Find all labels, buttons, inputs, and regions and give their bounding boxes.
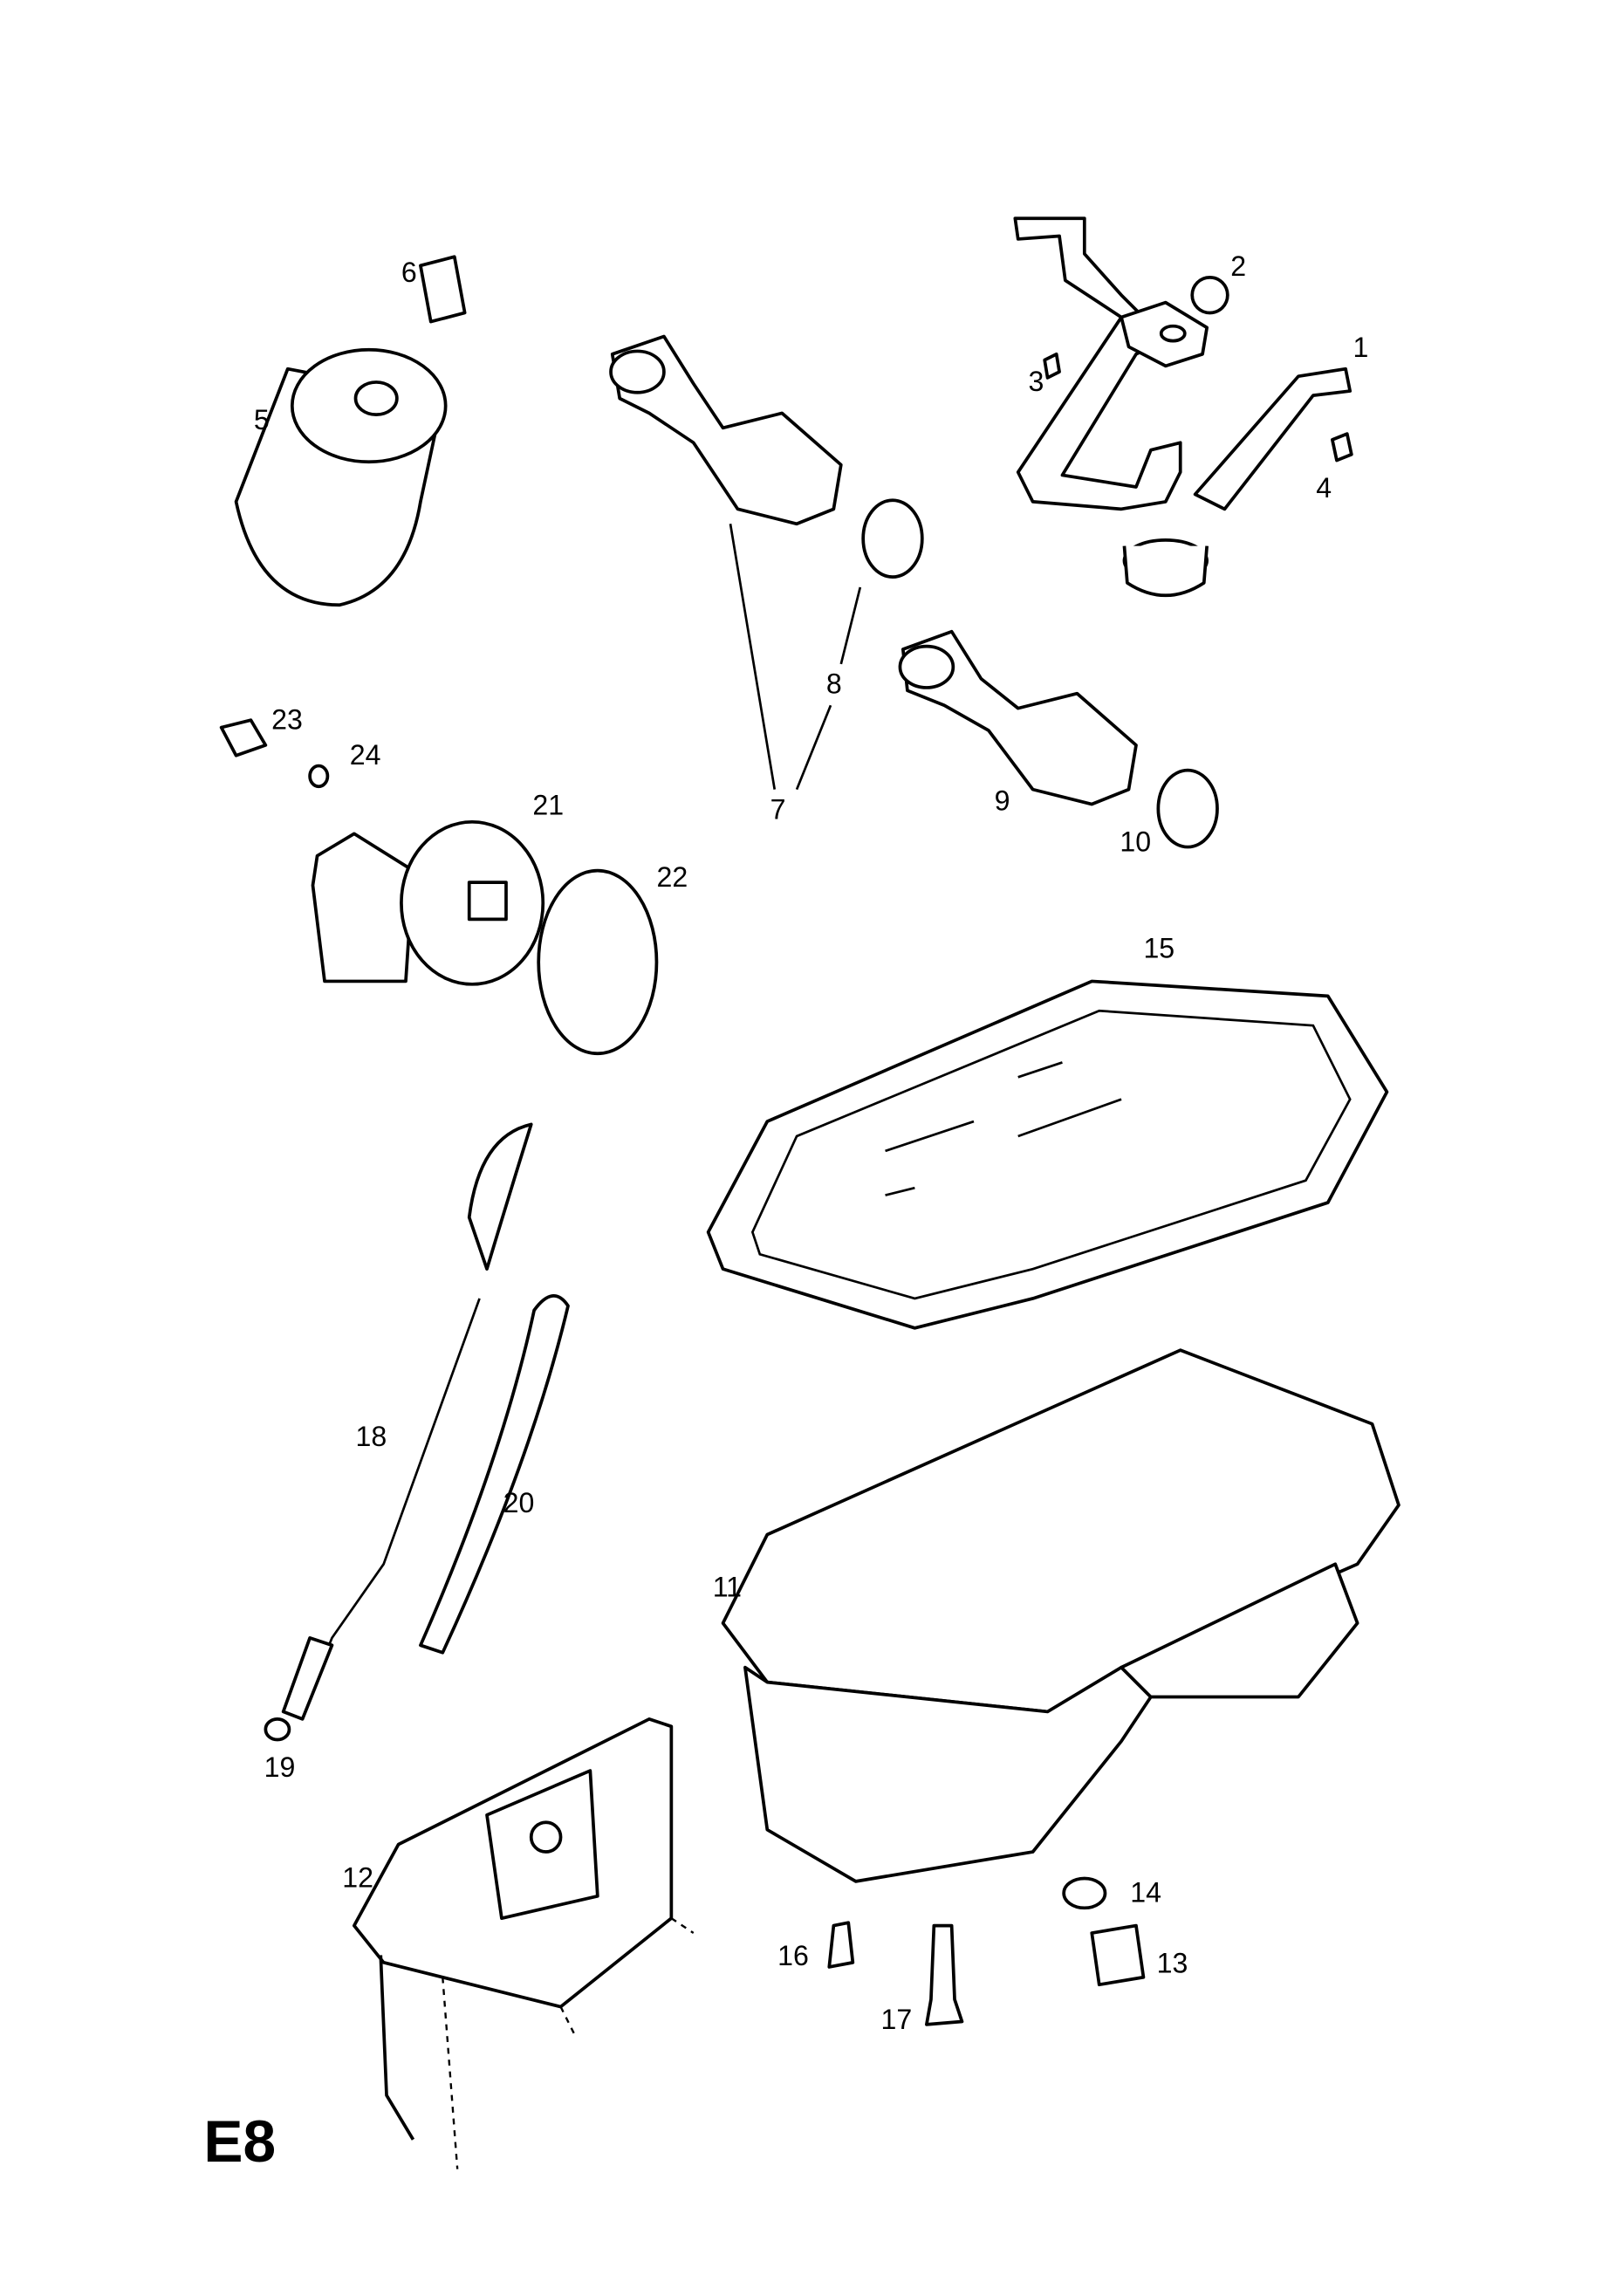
- callout-16: 16: [777, 1940, 809, 1971]
- dipstick-guide-tube: [419, 1294, 570, 1655]
- bolt-4: [1331, 432, 1353, 463]
- bolt-3: [1043, 352, 1061, 380]
- callout-7: 7: [770, 793, 786, 825]
- seal-ring-22: [537, 868, 659, 1056]
- callout-3: 3: [1029, 366, 1044, 397]
- callout-17: 17: [880, 2004, 912, 2035]
- callout-13: 13: [1157, 1948, 1188, 1979]
- callout-20: 20: [503, 1487, 535, 1518]
- callout-15: 15: [1143, 932, 1174, 963]
- callout-14: 14: [1130, 1877, 1161, 1909]
- callout-6: 6: [401, 257, 417, 288]
- callout-21: 21: [532, 789, 564, 820]
- oil-pressure-switch-7: [609, 334, 843, 526]
- callout-9: 9: [995, 785, 1010, 816]
- callout-10: 10: [1120, 826, 1151, 858]
- oil-pan-gasket: [706, 979, 1389, 1330]
- seal-ring-14: [1062, 1876, 1107, 1910]
- callout-22: 22: [656, 861, 688, 893]
- drain-plug-13: [1090, 1923, 1146, 1987]
- seal-ring-2: [1190, 276, 1229, 315]
- washer-24: [308, 764, 330, 789]
- seal-ring-8: [861, 498, 924, 579]
- callout-12: 12: [342, 1862, 373, 1894]
- seal-ring-19: [264, 1717, 291, 1742]
- bolt-23: [219, 718, 268, 757]
- oil-pickup-pipe: [1013, 216, 1352, 598]
- callout-5: 5: [254, 404, 270, 435]
- callout-19: 19: [264, 1751, 296, 1783]
- oil-pressure-switch-9: [898, 629, 1138, 806]
- bolt-16: [827, 1921, 855, 1969]
- callout-23: 23: [271, 703, 303, 735]
- callout-2: 2: [1230, 250, 1246, 282]
- dipstick: [281, 1122, 533, 1721]
- bolt-17: [925, 1923, 964, 2026]
- page-code: E8: [203, 2109, 276, 2175]
- oil-pump-housing: [311, 819, 545, 986]
- callout-24: 24: [350, 739, 381, 771]
- callout-4: 4: [1316, 472, 1332, 504]
- oil-filter: [234, 347, 448, 607]
- callout-8: 8: [826, 668, 842, 700]
- callout-1: 1: [1353, 332, 1369, 363]
- oil-pan: [721, 1348, 1400, 1883]
- callout-11: 11: [713, 1572, 742, 1603]
- threaded-nipple: [419, 255, 467, 324]
- leader-lines: [729, 524, 862, 791]
- oil-pan-lower-section: [352, 1717, 695, 2169]
- seal-ring-10: [1156, 768, 1219, 849]
- callout-18: 18: [356, 1421, 387, 1452]
